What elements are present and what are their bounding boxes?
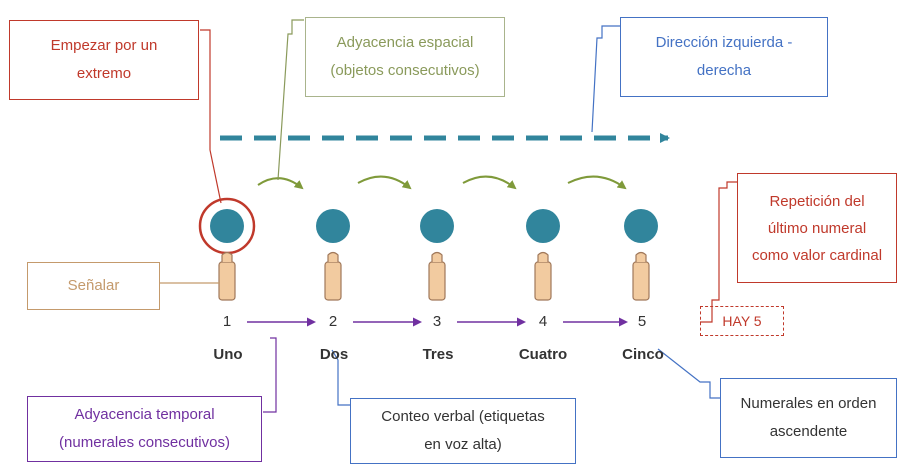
callout-cardinal-line-1: Repetición del (769, 192, 865, 210)
word-5: Cinco (622, 346, 664, 363)
object-3 (420, 209, 454, 243)
callout-spatial-line-2: (objetos consecutivos) (330, 62, 480, 79)
callout-start-line-1: Empezar por un (50, 37, 158, 54)
numeral-1: 1 (222, 313, 232, 330)
callout-temporal-line-1: Adyacencia temporal (74, 406, 215, 423)
callout-leaders (160, 19, 737, 413)
finger-icon (324, 251, 342, 301)
callout-spatial-line-1: Adyacencia espacial (336, 34, 474, 51)
callout-start-at-end: Empezar por un extremo (9, 20, 199, 100)
word-2: Dos (319, 346, 349, 363)
finger-icon (428, 251, 446, 301)
callout-verbal-line-1: Conteo verbal (etiquetas (381, 408, 545, 425)
object-5 (624, 209, 658, 243)
finger-icon (218, 251, 236, 301)
callout-cardinal-line-2: último numeral (767, 219, 867, 237)
callout-cardinal-line-3: como valor cardinal (751, 246, 883, 264)
callout-point: Señalar (27, 262, 160, 310)
numeral-5: 5 (637, 313, 647, 330)
callout-temporal-line-2: (numerales consecutivos) (59, 434, 230, 451)
counted-objects (210, 209, 658, 243)
callout-there-are-5-text: HAY 5 (722, 313, 762, 329)
callout-spatial-adjacency: Adyacencia espacial (objetos consecutivo… (305, 17, 505, 97)
object-1 (210, 209, 244, 243)
word-3: Tres (422, 346, 454, 363)
finger-icon (632, 251, 650, 301)
callout-point-text: Señalar (67, 277, 120, 294)
callout-cardinal-repetition: Repetición del último numeral como valor… (737, 173, 897, 283)
callout-ascending-line-2: ascendente (769, 423, 848, 440)
callout-verbal-count: Conteo verbal (etiquetas en voz alta) (350, 398, 576, 464)
spatial-adjacency-arrows (257, 175, 627, 190)
callout-start-line-2: extremo (76, 65, 132, 82)
word-1: Uno (213, 346, 243, 363)
word-4: Cuatro (518, 346, 568, 363)
object-4 (526, 209, 560, 243)
callout-direction: Dirección izquierda - derecha (620, 17, 828, 97)
callout-temporal-adjacency: Adyacencia temporal (numerales consecuti… (27, 396, 262, 462)
numeral-3: 3 (432, 313, 442, 330)
callout-direction-line-2: derecha (696, 62, 752, 79)
callout-there-are-5: HAY 5 (700, 306, 784, 336)
numeral-4: 4 (538, 313, 548, 330)
pointing-fingers (218, 251, 650, 301)
object-2 (316, 209, 350, 243)
numeral-2: 2 (328, 313, 338, 330)
callout-direction-line-1: Dirección izquierda - (655, 34, 793, 51)
callout-ascending-line-1: Numerales en orden (740, 395, 877, 412)
callout-verbal-line-2: en voz alta) (424, 436, 502, 453)
finger-icon (534, 251, 552, 301)
callout-ascending-numerals: Numerales en orden ascendente (720, 378, 897, 458)
